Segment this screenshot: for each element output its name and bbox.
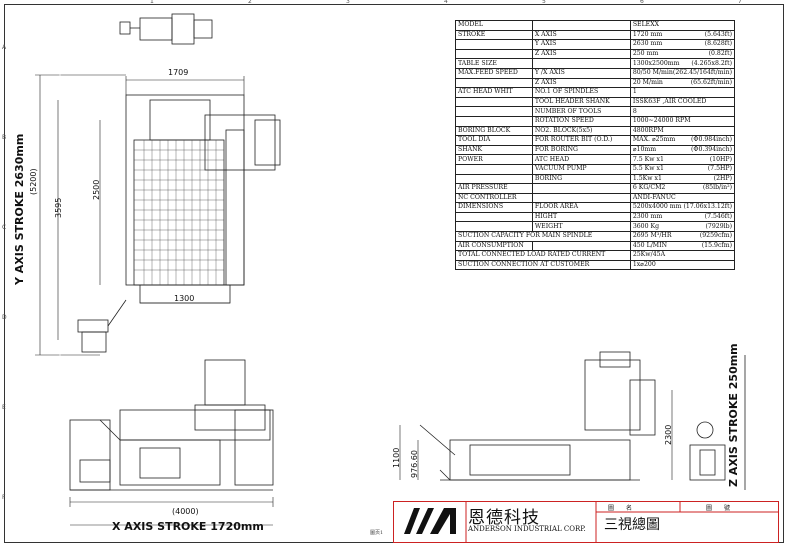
front-view (69, 359, 274, 491)
spec-value: ANDI-FANUC (632, 193, 676, 201)
spec-value-imperial: (Φ0.984inch) (690, 136, 732, 144)
dim-front-width: (4000) (172, 507, 199, 516)
spec-value: 1000~24000 RPM (632, 117, 691, 125)
spec-value: 5.5 Kw x1 (632, 165, 664, 173)
spec-value-imperial: (10HP) (709, 155, 732, 163)
spec-value: 1 (632, 88, 637, 96)
ruler-mark: 6 (640, 0, 644, 5)
dim-top-width: 1709 (168, 68, 189, 77)
spec-value: ISSK63F ,AIR COOLED (632, 97, 707, 105)
side-view (419, 351, 726, 481)
spec-value: 2695 M³/HR (632, 232, 672, 240)
ruler-mark: E (2, 404, 6, 411)
spec-value: 7.5 Kw x1 (632, 155, 664, 163)
dim-table-width: 1300 (174, 294, 195, 303)
spec-value: 20 M/min (632, 78, 663, 86)
ruler-mark: 5 (542, 0, 546, 5)
spec-value-imperial: (7.546ft) (704, 213, 732, 221)
spec-value: 1720 mm (632, 30, 663, 38)
ruler-mark: 1 (150, 0, 154, 5)
title-block (393, 501, 779, 543)
ruler-mark: B (2, 134, 7, 141)
spec-value-imperial: (85lb/in²) (702, 184, 732, 192)
spec-value: 6 KG/CM2 (632, 184, 666, 192)
spec-value: SELEXX (632, 21, 660, 29)
ruler-mark: F (2, 494, 6, 501)
company-logo-graphic (404, 508, 456, 534)
spec-value: 2300 mm (632, 213, 663, 221)
spec-value: 4800RPM (632, 126, 664, 134)
spec-value: 1300x2500mm (632, 59, 680, 67)
x-axis-stroke-label: X AXIS STROKE 1720mm (112, 520, 264, 533)
spec-value: MAX. ⌀25mm (632, 136, 676, 144)
spec-value-imperial: (7.5HP) (707, 165, 732, 173)
top-view-table (125, 94, 281, 304)
spec-value-imperial: (Φ0.394inch) (690, 145, 732, 153)
sheet-label: 圖页1 (370, 530, 384, 536)
ruler-mark: A (2, 44, 7, 51)
company-name-en: ANDERSON INDUSTRIAL CORP. (468, 525, 586, 533)
spec-value-imperial: (8.628ft) (704, 40, 732, 48)
ruler-mark: C (2, 224, 7, 231)
spec-value-imperial: (7929lb) (705, 222, 732, 230)
spec-value-imperial: (2HP) (713, 174, 732, 182)
left-ruler: A B C D E F (0, 4, 10, 543)
spec-value: 80/50 M/min (632, 69, 673, 77)
spec-value-cell: 1x⌀200 (629, 259, 736, 271)
spec-value: 1.5Kw x1 (632, 174, 662, 182)
top-view-motor (119, 13, 213, 45)
spec-value: ⌀10mm (632, 145, 657, 153)
spec-value: 1x⌀200 (632, 261, 656, 269)
spec-value: 450 L/MIN (632, 241, 667, 249)
drawing-name: 三視總圖 (604, 517, 660, 533)
spec-value: 5200x4000 mm (17.06x13.12ft) (632, 203, 732, 211)
drawing-name-header: 圖 名 (608, 505, 633, 512)
spec-value: 8 (632, 107, 637, 115)
ruler-mark: D (2, 314, 7, 321)
spec-value-imperial: (65.62ft/min) (690, 78, 732, 86)
ruler-mark: 3 (346, 0, 350, 5)
ruler-mark: 2 (248, 0, 252, 5)
spec-value: 2630 mm (632, 40, 663, 48)
top-ruler: 1 2 3 4 5 6 7 (4, 0, 784, 8)
ruler-mark: 7 (738, 0, 742, 5)
company-name-cn: 恩德科技 (468, 508, 540, 528)
spec-value-imperial: (9259cfm) (699, 232, 732, 240)
spec-value: 25Kw/45A (632, 251, 666, 259)
ruler-mark: 4 (444, 0, 448, 5)
spec-value: 3600 Kg (632, 222, 660, 230)
spec-value-imperial: (4.265x8.2ft) (691, 59, 732, 67)
spec-value-imperial: (262.45/164ft/min) (672, 69, 732, 77)
spec-value: 250 mm (632, 49, 659, 57)
spec-value-imperial: (0.82ft) (708, 49, 732, 57)
spec-value-imperial: (5.643ft) (704, 30, 732, 38)
spec-value-imperial: (15.9cfm) (701, 241, 732, 249)
drawing-number-header: 圖 號 (706, 505, 731, 512)
top-view-controller (77, 299, 127, 353)
